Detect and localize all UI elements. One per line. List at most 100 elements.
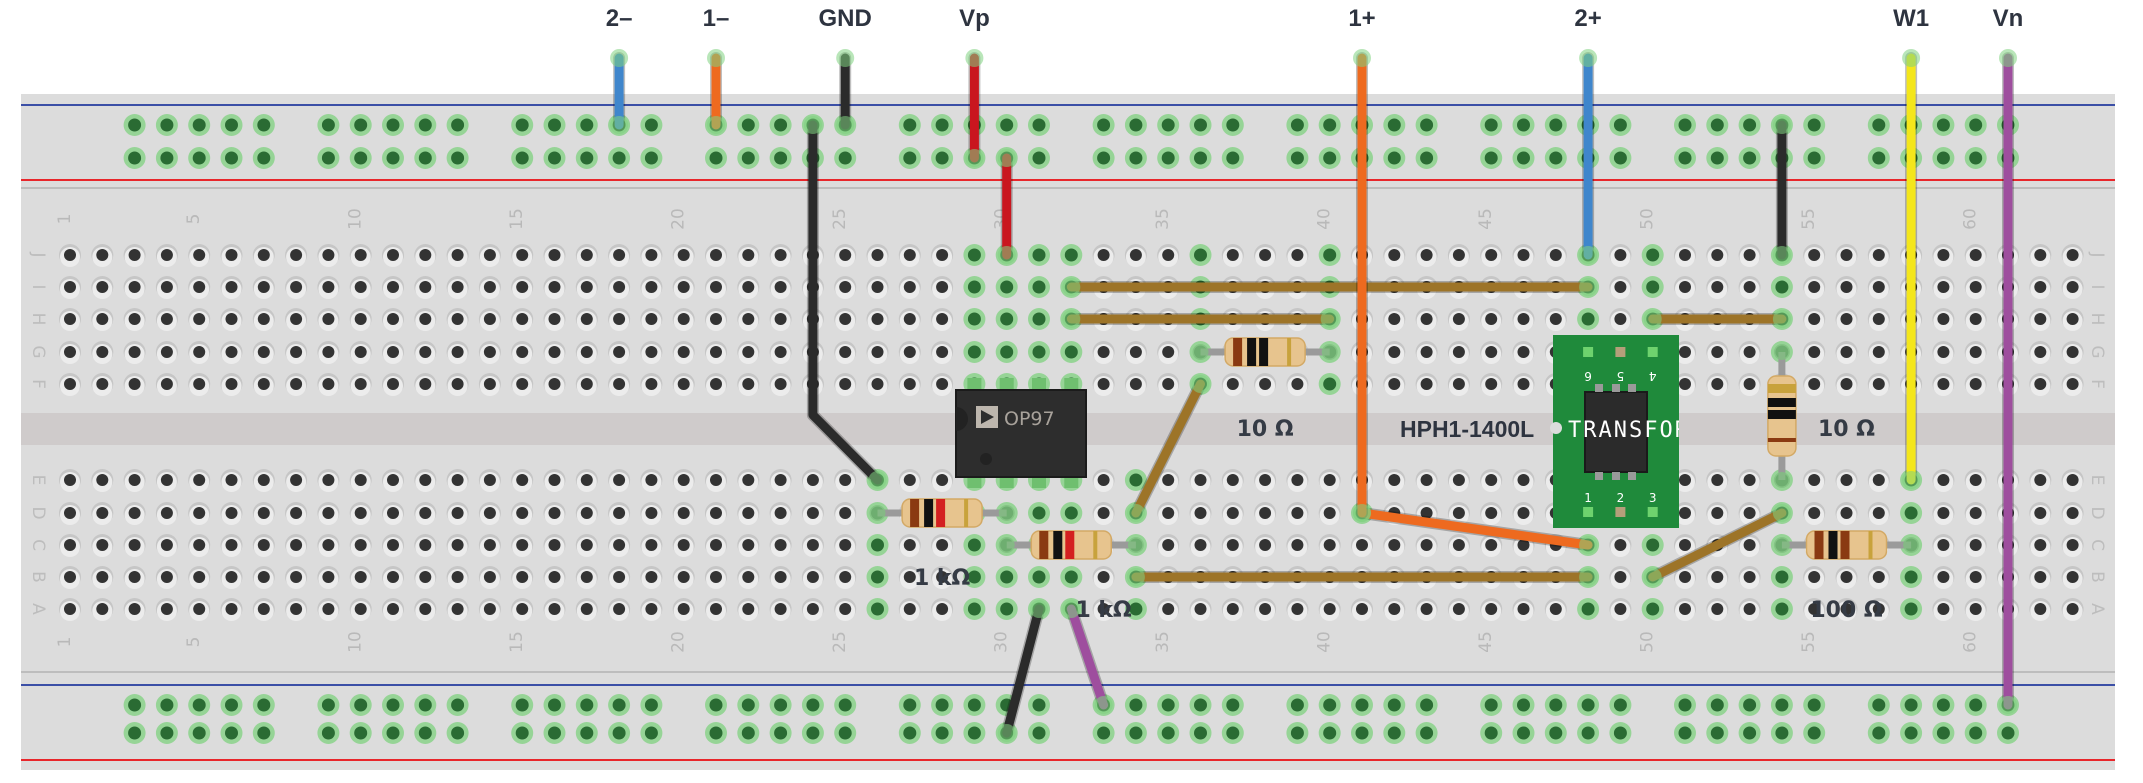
hole-I12[interactable] (419, 281, 432, 293)
hole-A2[interactable] (96, 603, 109, 615)
hole-D24[interactable] (806, 507, 819, 519)
hole-B29[interactable] (967, 570, 981, 584)
hole-F44[interactable] (1452, 378, 1465, 390)
rail-hole-rt2-25[interactable] (838, 151, 852, 165)
rail-hole-rb1-51[interactable] (1678, 698, 1692, 712)
hole-B31[interactable] (1032, 570, 1046, 584)
hole-J35[interactable] (1162, 249, 1175, 261)
rail-hole-rb1-60[interactable] (1969, 698, 1983, 712)
hole-F17[interactable] (580, 378, 593, 390)
hole-A62[interactable] (2034, 603, 2047, 615)
hole-C12[interactable] (419, 539, 432, 551)
hole-J9[interactable] (322, 249, 335, 261)
hole-I50[interactable] (1646, 280, 1660, 294)
hole-J32[interactable] (1064, 248, 1078, 262)
rail-hole-rb2-48[interactable] (1581, 726, 1595, 740)
hole-G9[interactable] (322, 346, 335, 358)
hole-H14[interactable] (483, 313, 496, 325)
hole-C13[interactable] (451, 539, 464, 551)
hole-I25[interactable] (839, 281, 852, 293)
hole-H1[interactable] (64, 313, 76, 325)
hole-B12[interactable] (419, 571, 432, 583)
hole-B14[interactable] (483, 571, 496, 583)
hole-H15[interactable] (516, 313, 529, 325)
rail-hole-rb1-59[interactable] (1936, 698, 1950, 712)
hole-A42[interactable] (1388, 603, 1401, 615)
hole-H43[interactable] (1420, 313, 1433, 325)
hole-J6[interactable] (225, 249, 238, 261)
hole-E24[interactable] (806, 474, 819, 486)
rail-hole-rt2-22[interactable] (741, 151, 755, 165)
hole-J20[interactable] (677, 249, 690, 261)
rail-hole-rb2-3[interactable] (128, 726, 142, 740)
hole-E13[interactable] (451, 474, 464, 486)
hole-E9[interactable] (322, 474, 335, 486)
rail-hole-rt1-35[interactable] (1161, 118, 1175, 132)
hole-I3[interactable] (128, 281, 141, 293)
rail-hole-rt1-45[interactable] (1484, 118, 1498, 132)
hole-E35[interactable] (1162, 474, 1175, 486)
rail-hole-rb1-42[interactable] (1387, 698, 1401, 712)
hole-H18[interactable] (613, 313, 626, 325)
hole-F46[interactable] (1517, 378, 1530, 390)
rail-hole-rb2-41[interactable] (1355, 726, 1369, 740)
hole-E63[interactable] (2066, 474, 2079, 486)
hole-I13[interactable] (451, 281, 464, 293)
rail-hole-rt1-42[interactable] (1387, 118, 1401, 132)
hole-I1[interactable] (64, 281, 76, 293)
rail-hole-rt2-49[interactable] (1613, 151, 1627, 165)
rail-hole-rb2-28[interactable] (935, 726, 949, 740)
hole-D12[interactable] (419, 507, 432, 519)
hole-J27[interactable] (903, 249, 916, 261)
hole-I17[interactable] (580, 281, 593, 293)
hole-J39[interactable] (1291, 249, 1304, 261)
rail-hole-rt1-39[interactable] (1290, 118, 1304, 132)
hole-G20[interactable] (677, 346, 690, 358)
hole-H28[interactable] (936, 313, 949, 325)
hole-F21[interactable] (710, 378, 722, 390)
hole-J62[interactable] (2034, 249, 2047, 261)
wire-i32-i48[interactable] (1062, 278, 1598, 296)
hole-J36[interactable] (1194, 248, 1207, 262)
hole-F25[interactable] (839, 378, 852, 390)
rail-hole-rt1-7[interactable] (257, 118, 271, 132)
hole-E18[interactable] (613, 474, 626, 486)
hole-F39[interactable] (1291, 378, 1304, 390)
hole-J1[interactable] (64, 249, 76, 261)
hole-A7[interactable] (257, 603, 270, 615)
hole-D2[interactable] (96, 507, 109, 519)
hole-J14[interactable] (483, 249, 496, 261)
rail-hole-rb2-57[interactable] (1872, 726, 1886, 740)
hole-C59[interactable] (1937, 539, 1950, 551)
hole-E7[interactable] (257, 474, 270, 486)
hole-B25[interactable] (839, 571, 852, 583)
hole-E11[interactable] (387, 474, 399, 486)
rail-hole-rb1-37[interactable] (1226, 698, 1240, 712)
hole-F63[interactable] (2066, 378, 2079, 390)
terminal-wire-2+[interactable] (1579, 49, 1598, 264)
hole-E60[interactable] (1969, 474, 1982, 486)
hole-C23[interactable] (774, 539, 787, 551)
hole-I16[interactable] (548, 281, 561, 293)
hole-E38[interactable] (1259, 474, 1272, 486)
hole-G28[interactable] (936, 346, 949, 358)
rail-hole-rb2-29[interactable] (967, 726, 981, 740)
hole-J43[interactable] (1420, 249, 1433, 261)
rail-hole-rt1-43[interactable] (1420, 118, 1434, 132)
hole-E34[interactable] (1129, 473, 1143, 487)
hole-D35[interactable] (1162, 507, 1175, 519)
rail-hole-rt1-34[interactable] (1129, 118, 1143, 132)
hole-I5[interactable] (193, 281, 206, 293)
hole-C38[interactable] (1259, 539, 1272, 551)
rail-hole-rb2-25[interactable] (838, 726, 852, 740)
hole-C9[interactable] (322, 539, 335, 551)
resistor[interactable] (1192, 337, 1338, 367)
hole-D23[interactable] (774, 507, 787, 519)
hole-G27[interactable] (903, 346, 916, 358)
hole-B2[interactable] (96, 571, 109, 583)
rail-hole-rt2-3[interactable] (128, 151, 142, 165)
hole-B49[interactable] (1614, 571, 1627, 583)
hole-G34[interactable] (1129, 346, 1142, 358)
hole-E55[interactable] (1808, 474, 1821, 486)
hole-I2[interactable] (96, 281, 109, 293)
